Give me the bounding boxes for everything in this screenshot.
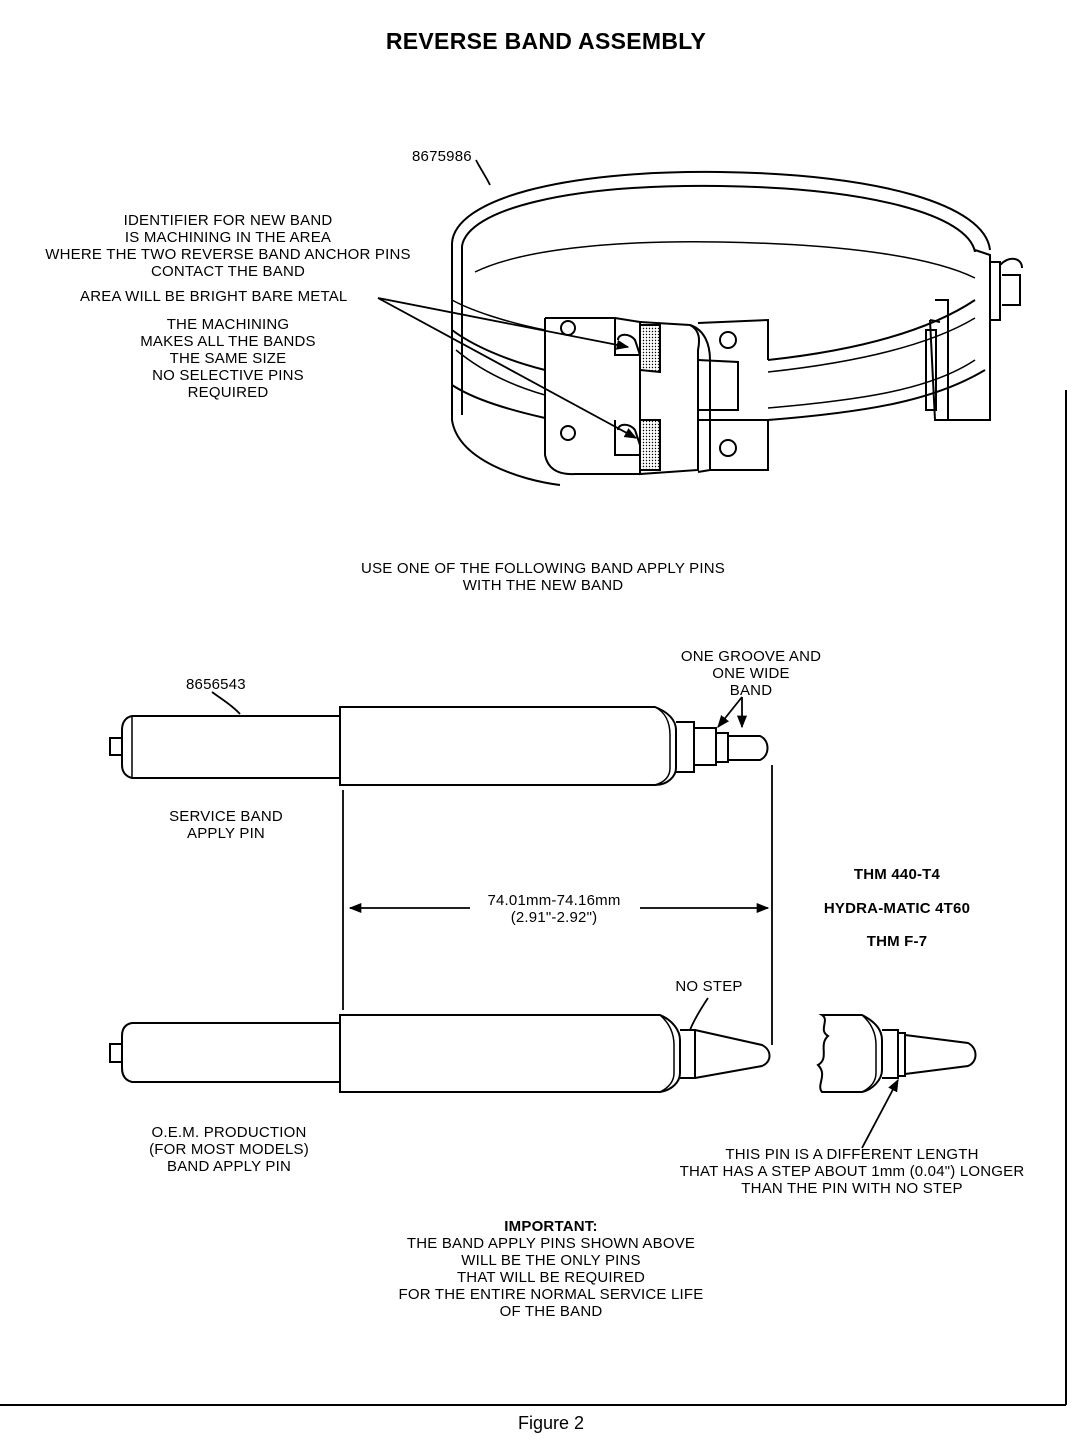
service-pin-leaders (211, 691, 748, 729)
important-note: IMPORTANT: THE BAND APPLY PINS SHOWN ABO… (380, 1218, 722, 1320)
application-hydra-matic-4t60: HYDRA-MATIC 4T60 (823, 900, 971, 917)
no-step-label: NO STEP (675, 978, 743, 995)
dimension-label: 74.01mm-74.16mm (2.91"-2.92") (487, 892, 621, 926)
identifier-note: IDENTIFIER FOR NEW BAND IS MACHINING IN … (45, 212, 411, 280)
service-pin-label: SERVICE BAND APPLY PIN (169, 808, 283, 842)
bare-metal-note: AREA WILL BE BRIGHT BARE METAL (80, 288, 348, 305)
dimension-lines (342, 765, 773, 1045)
service-pin-drawing (109, 706, 769, 786)
step-pin-leader (861, 1078, 899, 1149)
oem-pin-drawing (109, 1014, 771, 1093)
figure-caption: Figure 2 (517, 1413, 585, 1433)
service-pin-part-number: 8656543 (186, 676, 246, 693)
reverse-band-drawing (451, 170, 1023, 486)
machining-note: THE MACHINING MAKES ALL THE BANDS THE SA… (140, 316, 316, 401)
oem-pin-leader (689, 997, 709, 1031)
pins-intro: USE ONE OF THE FOLLOWING BAND APPLY PINS… (361, 560, 725, 594)
band-part-number: 8675986 (412, 148, 472, 165)
step-pin-drawing (816, 1014, 977, 1093)
groove-note: ONE GROOVE AND ONE WIDE BAND (680, 648, 822, 699)
step-pin-note: THIS PIN IS A DIFFERENT LENGTH THAT HAS … (679, 1146, 1025, 1197)
important-heading: IMPORTANT: (504, 1218, 598, 1235)
application-thm-440-t4: THM 440-T4 (853, 866, 941, 883)
band-leader-lines (377, 159, 638, 439)
application-thm-f7: THM F-7 (866, 933, 928, 950)
oem-pin-label: O.E.M. PRODUCTION (FOR MOST MODELS) BAND… (149, 1124, 309, 1175)
page-title: REVERSE BAND ASSEMBLY (385, 28, 707, 54)
